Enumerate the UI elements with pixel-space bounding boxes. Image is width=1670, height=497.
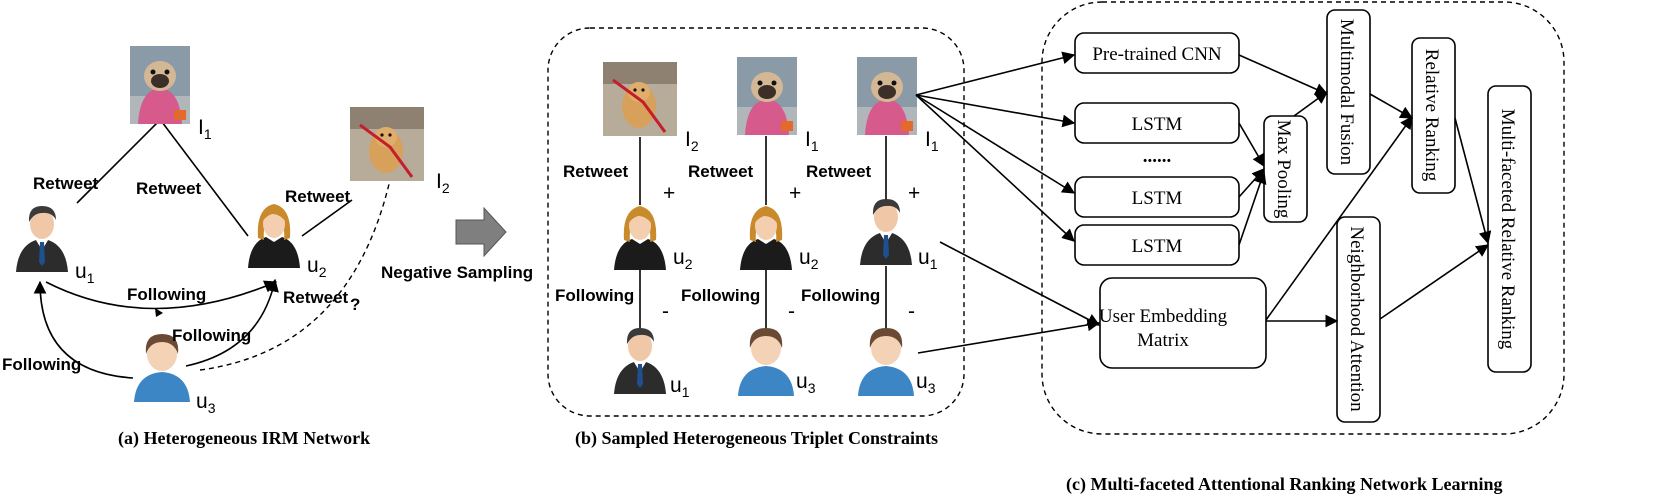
negative-sampling-label: Negative Sampling — [381, 263, 533, 282]
triplet-2-rel1-label: Retweet — [688, 162, 754, 181]
retweet-u1-i1-label: Retweet — [33, 174, 99, 193]
user-embedding-label-1: User Embedding — [1099, 306, 1228, 327]
negative-sampling-arrow: Negative Sampling — [381, 206, 533, 282]
user-u1-icon — [16, 206, 68, 272]
triplet-1-neg-user-icon — [614, 328, 666, 394]
i1-label: I1 — [198, 116, 212, 142]
edge-following-u3-u1 — [33, 280, 134, 379]
triplet-1-image — [601, 60, 679, 138]
lstm-1-label: LSTM — [1132, 114, 1183, 135]
triplet-2-neg-label: u3 — [796, 370, 816, 396]
panel-b-dashed-frame — [547, 27, 965, 417]
triplet-3-pos-user-icon — [860, 199, 912, 265]
triplet-2-neg-user-icon — [738, 328, 794, 396]
edge-u1-i1 — [76, 121, 159, 204]
triplet-3-neg-user-icon — [858, 328, 914, 396]
panel-b-caption: (b) Sampled Heterogeneous Triplet Constr… — [575, 428, 938, 449]
panel-a-caption: (a) Heterogeneous IRM Network — [118, 428, 370, 449]
triplet-3-minus: - — [908, 300, 915, 323]
lstm-3-label: LSTM — [1132, 236, 1183, 257]
multimodal-fusion-label: Multimodal Fusion — [1336, 19, 1357, 166]
question-mark: ? — [350, 295, 360, 314]
i2-label: I2 — [436, 170, 450, 196]
edge-u2-i1 — [161, 121, 249, 237]
triplet-2-rel2-label: Following — [681, 286, 760, 305]
triplet-3-rel2-label: Following — [801, 286, 880, 305]
pretrained-cnn-box — [1074, 32, 1240, 74]
u3-label: u3 — [196, 390, 216, 416]
triplet-1-pos-label: u2 — [673, 246, 693, 272]
edge-dashed-u3-i2 — [199, 179, 391, 371]
retweet-u2-i2-label: Retweet — [285, 187, 351, 206]
u1-label: u1 — [75, 260, 95, 286]
triplet-2-plus: + — [789, 182, 801, 205]
panel-c-caption: (c) Multi-faceted Attentional Ranking Ne… — [1066, 474, 1502, 495]
following-u3-u2-label: Following — [172, 326, 251, 345]
image-i2-thumbnail — [348, 105, 426, 183]
triplet-3-image-label: I1 — [925, 128, 939, 154]
triplet-1-pos-user-icon — [614, 206, 666, 270]
user-u2-icon — [248, 204, 300, 268]
multi-faceted-relative-ranking-label: Multi-faceted Relative Ranking — [1497, 109, 1518, 350]
max-pooling-label: Max Pooling — [1273, 120, 1294, 219]
panel-c-dashed-frame — [1041, 1, 1565, 435]
edge-u2-i2 — [301, 199, 353, 237]
retweet-u2-i1-label: Retweet — [136, 179, 202, 198]
triplet-1-neg-label: u1 — [670, 374, 690, 400]
triplet-1-minus: - — [662, 300, 669, 323]
following-u3-u1-label: Following — [2, 355, 81, 374]
triplet-2-pos-label: u2 — [799, 246, 819, 272]
triplet-1-image-label: I2 — [685, 128, 699, 154]
image-i1-thumbnail — [130, 46, 190, 124]
user-embedding-label-2: Matrix — [1137, 330, 1189, 351]
triplet-2-pos-user-icon — [740, 206, 792, 270]
connectors-b-to-c — [915, 51, 1101, 354]
triplet-1-rel2-label: Following — [555, 286, 634, 305]
triplet-2-minus: - — [788, 300, 795, 323]
triplet-1: I2 Retweet + u2 Following - u1 — [555, 60, 699, 400]
triplet-3-rel1-label: Retweet — [806, 162, 872, 181]
triplet-2-image-label: I1 — [805, 128, 819, 154]
following-u1-u2-label: Following — [127, 285, 206, 304]
triplet-1-rel1-label: Retweet — [563, 162, 629, 181]
panel-c: Pre-trained CNN LSTM ...... LSTM LSTM Ma… — [1041, 1, 1565, 495]
pretrained-cnn-label: Pre-trained CNN — [1092, 44, 1222, 65]
lstm-ellipsis: ...... — [1143, 146, 1172, 167]
multi-faceted-relative-ranking-box — [1487, 85, 1532, 373]
u2-label: u2 — [307, 254, 327, 280]
panel-b: I2 Retweet + u2 Following - u1 I1 Retwee… — [547, 27, 965, 449]
retweet-u3-i2-label: Retweet — [283, 288, 349, 307]
triplet-3: I1 Retweet + u1 Following - u3 — [801, 57, 939, 396]
edge-following-u3-u2 — [185, 278, 279, 367]
triplet-2: I1 Retweet + u2 Following - u3 — [681, 57, 819, 396]
triplet-3-neg-label: u3 — [916, 370, 936, 396]
triplet-3-pos-label: u1 — [918, 246, 938, 272]
triplet-2-image — [737, 57, 797, 135]
triplet-1-plus: + — [663, 182, 675, 205]
panel-a: u1 u2 u3 I1 I2 Retweet Retweet Retweet F… — [2, 46, 450, 449]
triplet-3-plus: + — [908, 182, 920, 205]
relative-ranking-label: Relative Ranking — [1421, 49, 1442, 182]
triplet-3-image — [857, 57, 917, 135]
lstm-2-label: LSTM — [1132, 188, 1183, 209]
user-embedding-box — [1099, 277, 1267, 369]
gray-arrow-icon — [455, 206, 507, 258]
neighborhood-attention-label: Neighborhood Attention — [1346, 226, 1367, 412]
